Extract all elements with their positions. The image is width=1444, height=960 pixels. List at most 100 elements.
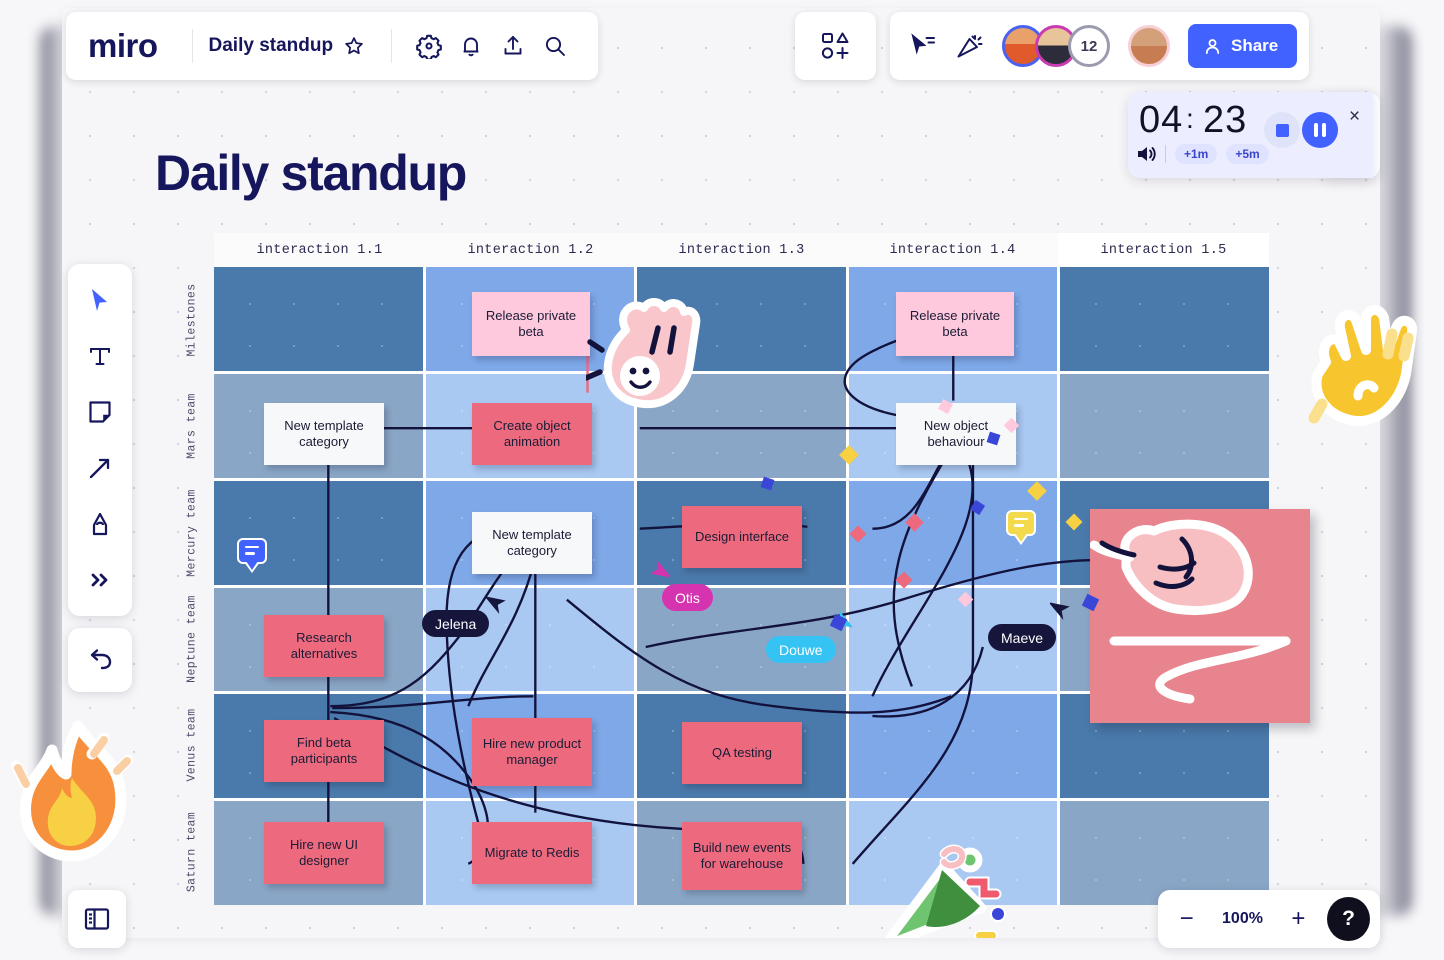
- column-header: interaction 1.2: [425, 233, 636, 267]
- matrix-cell[interactable]: [1060, 801, 1269, 905]
- frames-panel-button[interactable]: [68, 890, 126, 948]
- row-label: Mercury team: [172, 480, 212, 586]
- gear-icon[interactable]: [408, 25, 450, 67]
- timer-controls-row: +1m +5m: [1136, 144, 1269, 164]
- row-label: Saturn team: [172, 799, 212, 905]
- cursor-label-maeve: Maeve: [988, 624, 1057, 651]
- arrow-icon: [89, 458, 110, 479]
- left-toolbar: [68, 264, 132, 616]
- timer-pause-button[interactable]: [1302, 112, 1338, 148]
- cursor-icon: [92, 289, 107, 311]
- chevron-double-right-icon: [91, 573, 108, 587]
- card-migrate-to-redis[interactable]: Migrate to Redis: [472, 822, 592, 884]
- matrix-cell[interactable]: [848, 694, 1058, 799]
- card-find-beta-participants[interactable]: Find beta participants: [264, 720, 384, 782]
- celebrate-icon[interactable]: [948, 25, 990, 67]
- zoom-in-button[interactable]: +: [1291, 905, 1306, 932]
- avatar-self[interactable]: [1128, 25, 1170, 67]
- matrix-cell[interactable]: [1060, 373, 1269, 478]
- comment-lines-icon: [1014, 518, 1028, 531]
- card-qa-testing[interactable]: QA testing: [682, 722, 802, 784]
- row-label: Neptune team: [172, 586, 212, 692]
- pointing-hand-sticker: [1089, 519, 1291, 704]
- zoom-level-value[interactable]: 100%: [1222, 910, 1263, 927]
- row-label-text: Mercury team: [185, 489, 199, 577]
- row-label: Venus team: [172, 692, 212, 798]
- ok-hand-sticker: [586, 298, 701, 409]
- text-icon: [90, 348, 110, 365]
- column-header: interaction 1.5: [1058, 233, 1269, 267]
- card-research-alternatives[interactable]: Research alternatives: [264, 615, 384, 677]
- divider: [191, 29, 193, 63]
- row-label: Mars team: [172, 373, 212, 479]
- cursor-label-jelena: Jelena: [422, 610, 490, 637]
- matrix-column-headers: interaction 1.1 interaction 1.2 interact…: [214, 233, 1269, 267]
- timer-add-5m-button[interactable]: +5m: [1226, 144, 1269, 164]
- card-release-private-beta-1[interactable]: Release private beta: [472, 292, 590, 356]
- row-label: Milestones: [172, 267, 212, 373]
- row-label-text: Milestones: [185, 283, 199, 357]
- row-label-text: Venus team: [185, 708, 199, 782]
- miro-logo[interactable]: miro: [88, 27, 158, 64]
- card-new-template-category-1[interactable]: New template category: [264, 403, 384, 465]
- column-header: interaction 1.4: [847, 233, 1058, 267]
- matrix-row-labels: Milestones Mars team Mercury team Neptun…: [172, 267, 212, 905]
- bell-icon[interactable]: [450, 25, 492, 67]
- timer-stop-button[interactable]: [1264, 112, 1300, 148]
- text-tool[interactable]: [76, 330, 124, 382]
- undo-icon: [90, 649, 112, 670]
- select-tool[interactable]: [76, 274, 124, 326]
- share-button[interactable]: Share: [1188, 24, 1298, 68]
- comment-pin-yellow[interactable]: [1006, 510, 1036, 545]
- upload-icon[interactable]: [492, 25, 534, 67]
- cursor-pointer-maeve: [1050, 602, 1070, 620]
- board-title-field[interactable]: Daily standup: [208, 35, 334, 56]
- board-heading: Daily standup: [155, 145, 467, 201]
- card-hire-new-product-manager[interactable]: Hire new product manager: [472, 718, 592, 786]
- collaborator-avatars[interactable]: 12: [1002, 25, 1110, 67]
- star-icon[interactable]: [333, 25, 375, 67]
- matrix-cell[interactable]: [1060, 267, 1269, 371]
- comment-lines-icon: [245, 546, 259, 559]
- party-popper-sticker: [884, 844, 1006, 938]
- share-button-label: Share: [1231, 36, 1279, 55]
- sticky-note-tool[interactable]: [76, 386, 124, 438]
- card-new-template-category-2[interactable]: New template category: [472, 512, 592, 574]
- cursor-pointer-otis: [650, 560, 670, 578]
- search-icon[interactable]: [534, 25, 576, 67]
- shapes-icon: [821, 32, 848, 59]
- card-hire-new-ui-designer[interactable]: Hire new UI designer: [264, 822, 384, 884]
- timer-close-button[interactable]: ×: [1349, 106, 1361, 127]
- matrix-cell[interactable]: [425, 587, 635, 692]
- volume-icon[interactable]: [1136, 145, 1156, 163]
- avatar-user-2[interactable]: [1035, 25, 1077, 67]
- sticky-note-icon: [89, 401, 111, 423]
- cursor-label-otis: Otis: [662, 584, 713, 611]
- timer-seconds: 23: [1203, 99, 1248, 141]
- help-button[interactable]: ?: [1326, 897, 1370, 941]
- avatar-overflow-count[interactable]: 12: [1068, 25, 1110, 67]
- waving-hand-sticker: [1308, 305, 1418, 426]
- row-label-text: Saturn team: [185, 811, 199, 892]
- shapes-panel-button[interactable]: [795, 12, 876, 80]
- comment-pin-blue[interactable]: [237, 538, 267, 573]
- zoom-controls: − 100% + ?: [1158, 890, 1380, 948]
- timer-minutes: 04: [1139, 99, 1184, 141]
- timer-separator: :: [1186, 103, 1194, 134]
- card-release-private-beta-2[interactable]: Release private beta: [896, 292, 1014, 356]
- cursor-follow-icon[interactable]: [902, 25, 944, 67]
- undo-button[interactable]: [68, 628, 132, 692]
- zoom-out-button[interactable]: −: [1179, 905, 1194, 932]
- card-design-interface[interactable]: Design interface: [682, 506, 802, 568]
- card-build-new-events-for-warehouse[interactable]: Build new events for warehouse: [682, 822, 802, 890]
- pen-tool[interactable]: [76, 498, 124, 550]
- timer-add-1m-button[interactable]: +1m: [1175, 144, 1218, 164]
- frames-panel-icon: [84, 908, 110, 930]
- more-tools[interactable]: [76, 554, 124, 606]
- arrow-tool[interactable]: [76, 442, 124, 494]
- pause-icon: [1314, 123, 1318, 137]
- sticky-note-overlay[interactable]: [1089, 509, 1310, 723]
- card-create-object-animation[interactable]: Create object animation: [472, 403, 592, 465]
- fire-sticker: [10, 720, 134, 862]
- matrix-cell[interactable]: [214, 267, 423, 371]
